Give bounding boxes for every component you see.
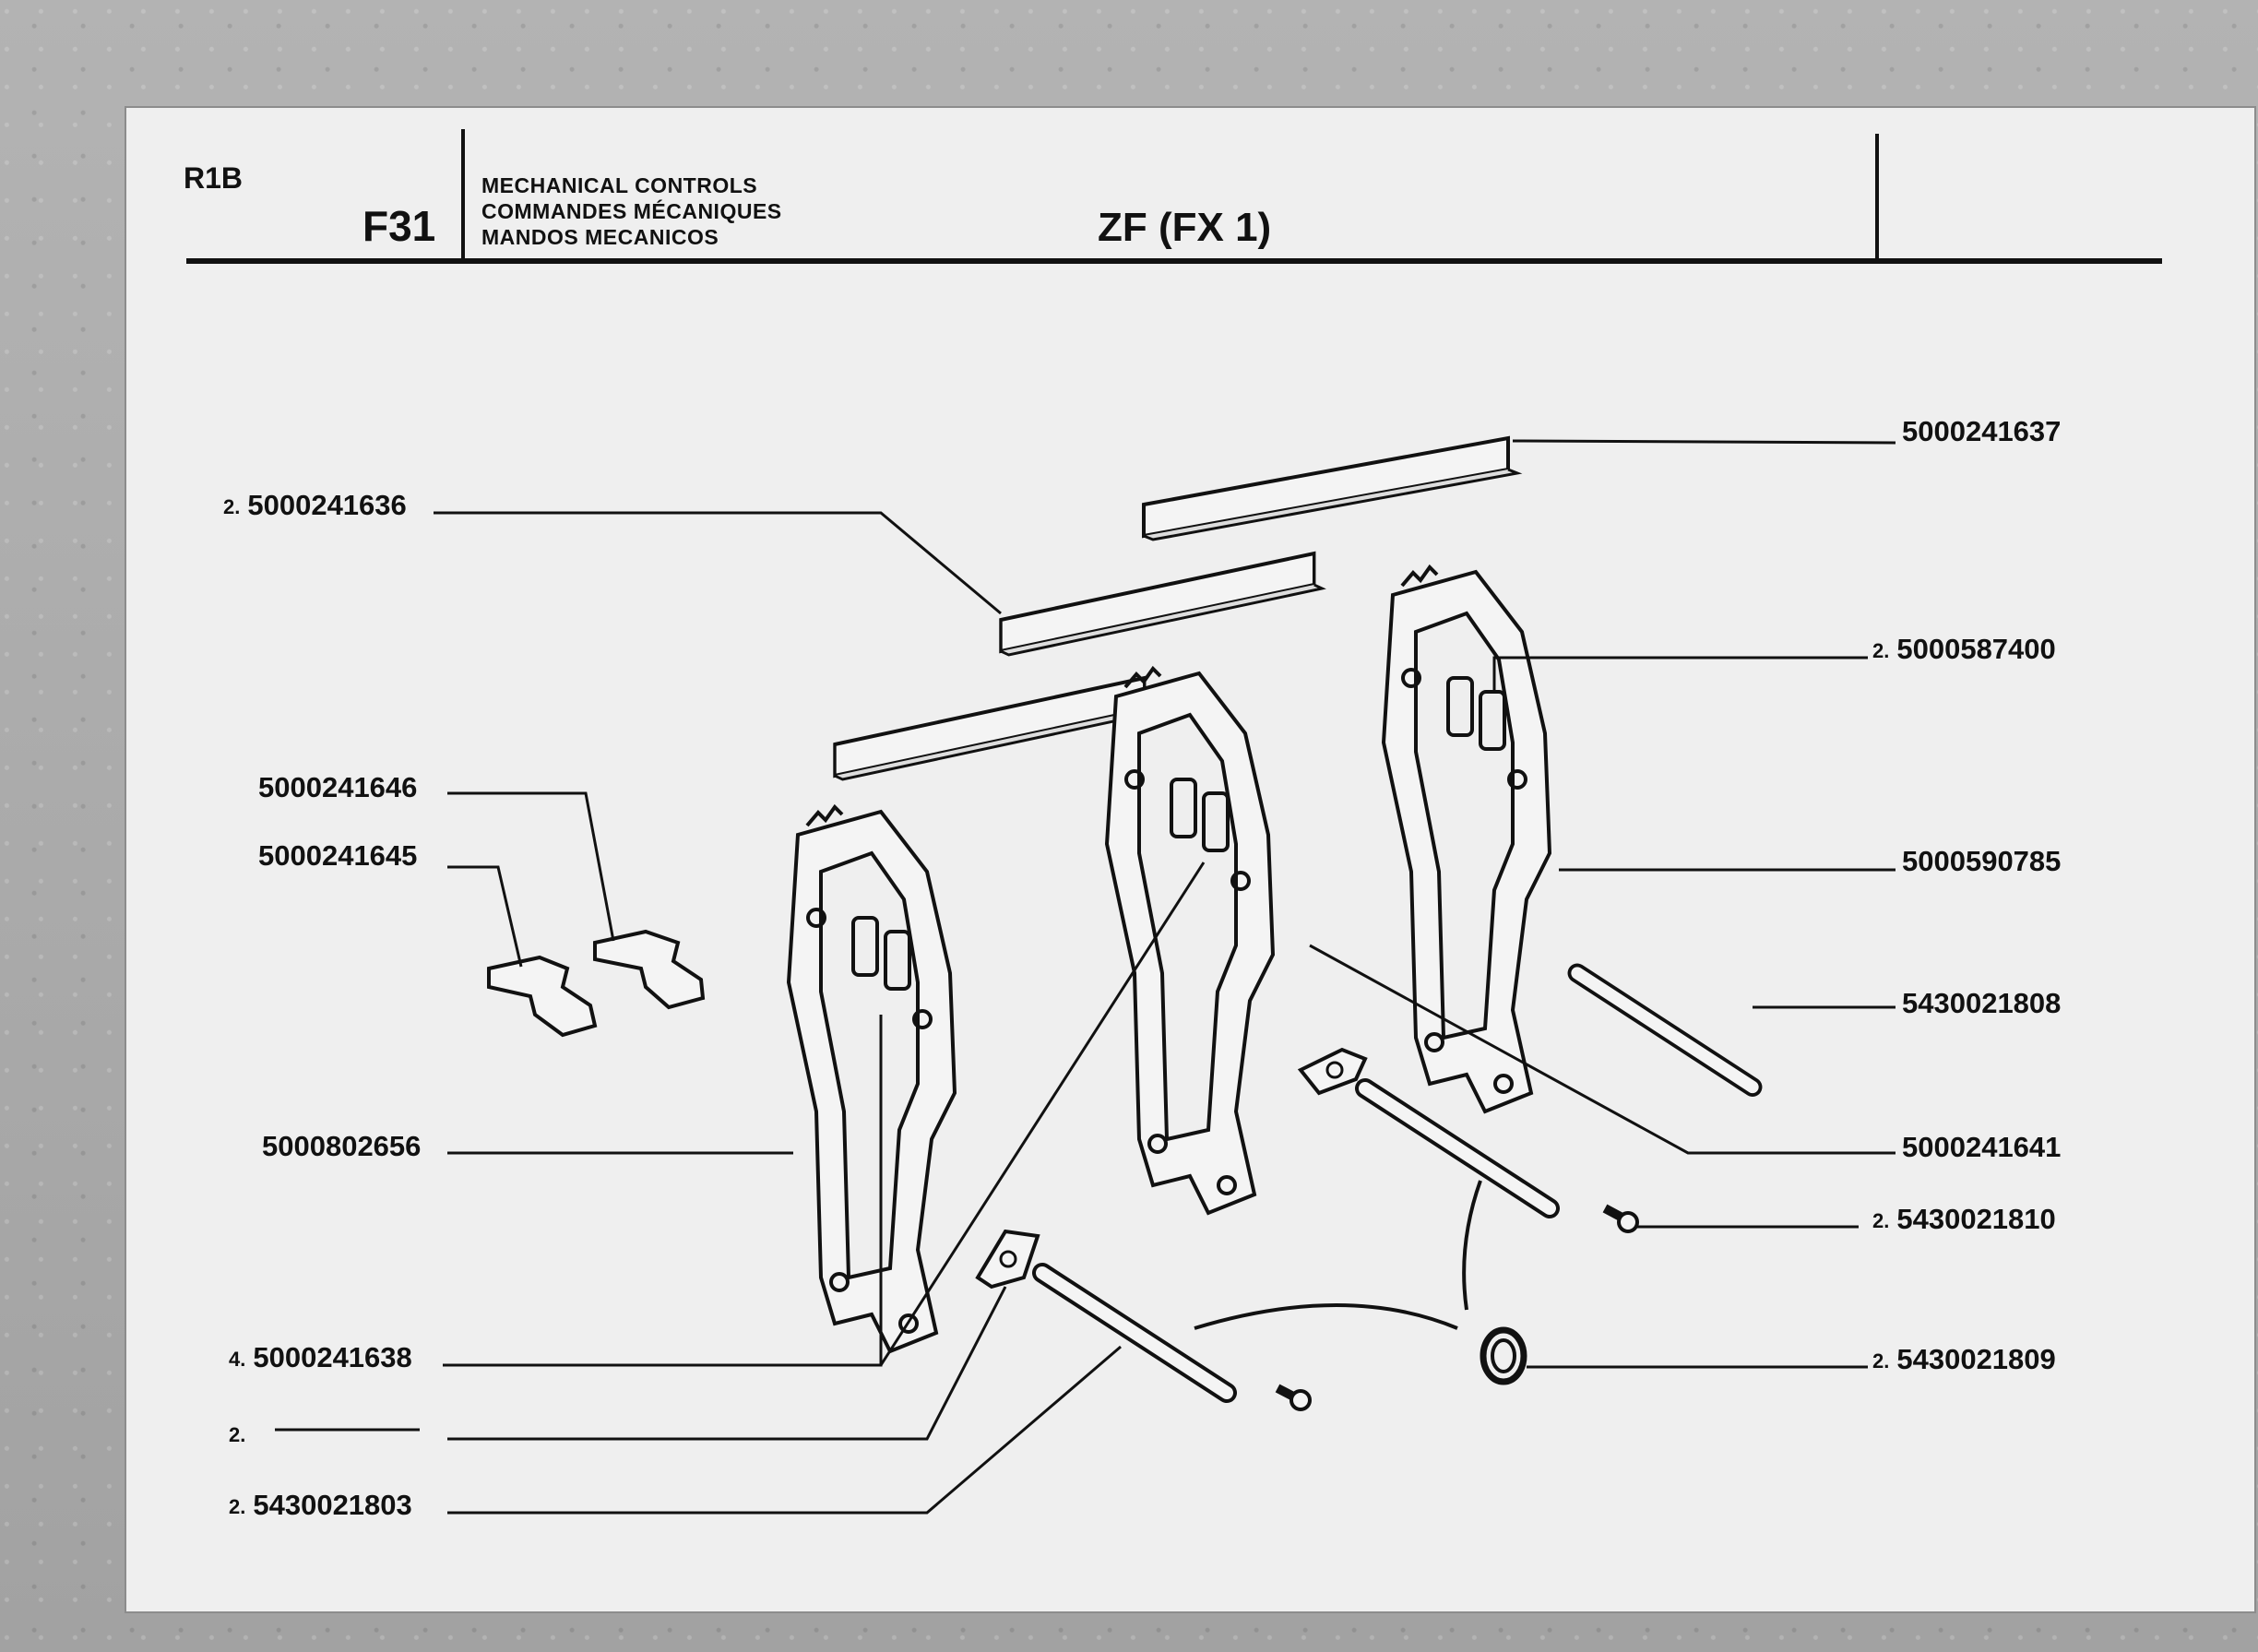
part-label-5000241636: 2.5000241636 [223, 489, 407, 521]
part-label-5000587400: 2.5000587400 [1872, 633, 2056, 665]
header-divider-right [1875, 134, 1879, 263]
plate-right [1297, 1047, 1368, 1096]
assembly-title: ZF (FX 1) [1098, 205, 1272, 250]
part-label-5000802656: 5000802656 [262, 1130, 422, 1162]
part-label-5000241641: 5000241641 [1902, 1131, 2062, 1163]
screw-right [1602, 1204, 1639, 1233]
rod-left [1042, 1273, 1227, 1393]
o-ring [1480, 1326, 1527, 1385]
part-label-5000241645: 5000241645 [258, 839, 418, 872]
selector-frame-right [1382, 565, 1551, 1113]
bracket-lower [487, 955, 598, 1038]
part-label-5000241646: 5000241646 [258, 771, 418, 803]
selector-frame-left [787, 805, 957, 1353]
part-label-5430021808: 5430021808 [1902, 987, 2062, 1019]
selector-bar-middle [999, 552, 1325, 657]
rod-middle [1365, 1088, 1550, 1208]
selector-bar-bottom [833, 676, 1155, 781]
part-label-5000241637: 5000241637 [1902, 415, 2062, 447]
page-code: F31 [362, 202, 436, 250]
part-label-5000590785: 5000590785 [1902, 845, 2062, 877]
part-label-5000241638: 4.5000241638 [229, 1341, 412, 1373]
part-label-5430021810: 2.5430021810 [1872, 1203, 2056, 1235]
header-divider-left [461, 129, 465, 262]
section-title-fr: COMMANDES MÉCANIQUES [481, 199, 782, 223]
part-label-5430021809: 2.5430021809 [1872, 1343, 2056, 1375]
selector-bar-top [1142, 436, 1519, 541]
selector-frame-middle [1105, 667, 1275, 1215]
section-title-en: MECHANICAL CONTROLS [481, 173, 758, 197]
model-code: R1B [184, 161, 244, 195]
screw-left [1275, 1384, 1312, 1411]
plate-left [975, 1229, 1040, 1290]
part-label-5430021803: 2.5430021803 [229, 1489, 412, 1521]
section-title-es: MANDOS MECANICOS [481, 225, 719, 249]
bracket-upper [593, 929, 706, 1010]
rod-right [1577, 973, 1753, 1087]
header-rule [186, 258, 2162, 264]
part-label-blank: 2. [229, 1422, 246, 1446]
